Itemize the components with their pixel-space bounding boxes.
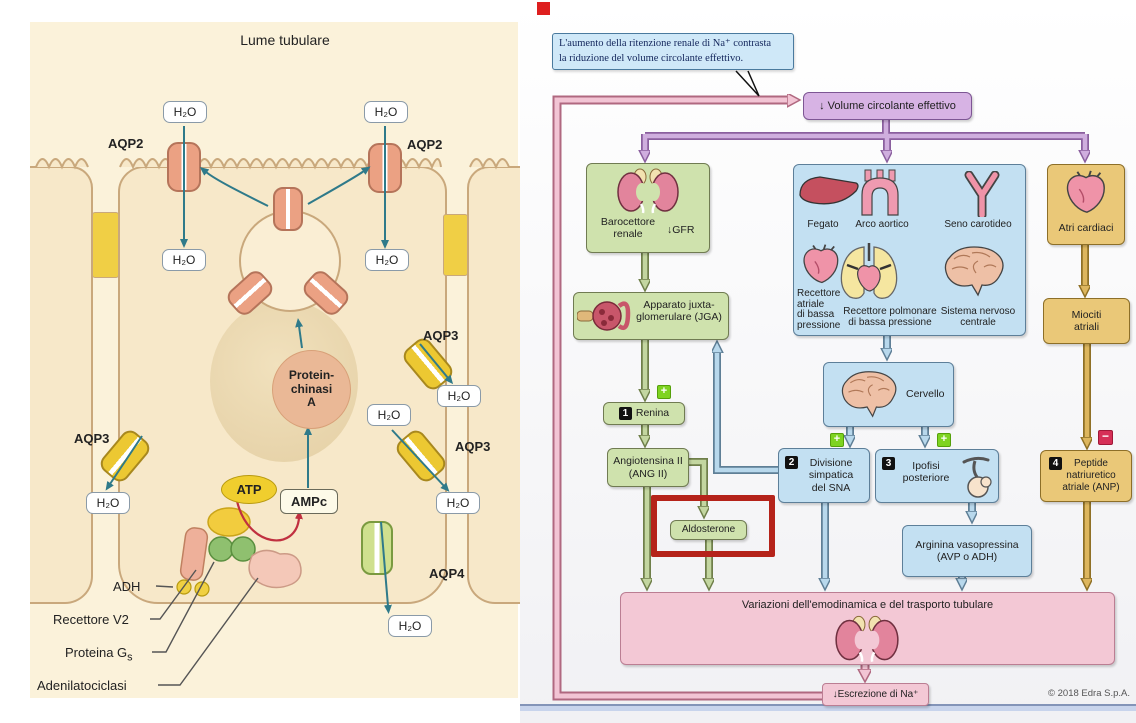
aqp2-right-label: AQP2 (407, 137, 443, 152)
atp-oval: ATP (221, 475, 277, 504)
slide-bottom-rule (520, 704, 1136, 711)
barocettore-label: Barocettore renale (600, 216, 656, 241)
brain-icon (944, 246, 1004, 297)
escrezione-box: ↓Escrezione di Na⁺ (822, 683, 929, 706)
step-3-badge: 3 (882, 457, 895, 470)
lumen-title: Lume tubulare (240, 32, 330, 48)
gfr-label: ↓GFR (667, 224, 695, 236)
variazioni-label: Variazioni dell'emodinamica e del traspo… (741, 599, 994, 611)
atri-cardiaci-box: Atri cardiaci (1047, 164, 1125, 245)
pituitary-icon (962, 456, 992, 498)
ipofisi-box: 3 Ipofisi posteriore (875, 449, 999, 503)
aqp2-left-label: AQP2 (108, 136, 144, 151)
kidneys-icon (617, 168, 679, 214)
proteina-g-sub: s (127, 651, 133, 664)
recettore-polmonare-label: Recettore polmonare di bassa pressione (843, 306, 937, 329)
step-2-badge: 2 (785, 456, 798, 469)
liver-icon (799, 176, 859, 205)
h2o-box: H₂O (86, 492, 130, 514)
aqp4-label: AQP4 (429, 566, 465, 581)
ipofisi-label: Ipofisi posteriore (902, 460, 950, 485)
tight-junction-left (92, 212, 119, 278)
cell-left-partial (30, 166, 93, 604)
kidneys-icon (835, 615, 899, 662)
renina-box: 1 Renina (603, 402, 685, 425)
h2o-box: H₂O (163, 101, 207, 123)
variazioni-box: Variazioni dell'emodinamica e del traspo… (620, 592, 1115, 665)
jga-label: Apparato juxta- glomerulare (JGA) (636, 299, 722, 324)
ampc-box: AMPc (280, 489, 338, 514)
anp-label: Peptide natriuretico atriale (ANP) (1062, 458, 1120, 493)
adenilatociclasi-label: Adenilatociclasi (37, 678, 127, 693)
proteina-gs-label: Proteina Gs (65, 645, 133, 664)
aqp3-left-label: AQP3 (74, 431, 110, 446)
recettore-v2-label: Recettore V2 (53, 612, 129, 627)
h2o-box: H₂O (364, 101, 408, 123)
h2o-box: H₂O (367, 404, 411, 426)
minus-badge-anp: − (1098, 430, 1113, 445)
adh-label: ADH (113, 579, 141, 594)
tight-junction-right (443, 214, 468, 276)
plus-badge-simpatica: + (830, 433, 844, 447)
h2o-box: H₂O (388, 615, 432, 637)
anp-box: 4 Peptide natriuretico atriale (ANP) (1040, 450, 1132, 502)
sistema-nervoso-label: Sistema nervoso centrale (940, 306, 1016, 329)
aqp3-right-upper-label: AQP3 (423, 328, 459, 343)
angiotensina-box: Angiotensina II (ANG II) (607, 448, 689, 487)
carotid-sinus-icon (964, 171, 1000, 217)
divisione-simpatica-label: Divisione simpatica del SNA (808, 456, 854, 494)
plus-badge-renina: + (657, 385, 671, 399)
aldosterone-highlight-rect (651, 495, 775, 557)
lungs-icon (840, 243, 898, 299)
h2o-box: H₂O (365, 249, 409, 271)
proteina-g-text: Proteina G (65, 645, 128, 660)
fegato-label: Fegato (807, 219, 839, 230)
red-marker-square (537, 2, 550, 15)
brain-icon (841, 371, 897, 418)
copyright: © 2018 Edra S.p.A. (1048, 688, 1130, 699)
barocettore-renale-box: Barocettore renale ↓GFR (586, 163, 710, 253)
plus-badge-ipofisi: + (937, 433, 951, 447)
volume-circolante-box: ↓ Volume circolante effettivo (803, 92, 972, 120)
organ-sensors-box: Fegato Arco aortico Seno carotideo Recet… (793, 164, 1026, 336)
protein-kinase-a-circle: Protein- chinasi A (272, 350, 351, 429)
renina-label: Renina (635, 407, 670, 420)
avp-box: Arginina vasopressina (AVP o ADH) (902, 525, 1032, 577)
seno-carotideo-label: Seno carotideo (944, 219, 1012, 230)
arco-aortico-label: Arco aortico (855, 219, 909, 230)
cervello-label: Cervello (906, 388, 945, 400)
atri-cardiaci-label: Atri cardiaci (1058, 222, 1114, 234)
vesicle (239, 210, 341, 312)
divisione-simpatica-box: 2 Divisione simpatica del SNA (778, 448, 870, 503)
h2o-box: H₂O (437, 385, 481, 407)
jga-box: Apparato juxta- glomerulare (JGA) (573, 292, 729, 340)
heart-icon (1066, 170, 1105, 213)
glomerulus-icon (577, 301, 631, 331)
miociti-box: Miociti atriali (1043, 298, 1130, 344)
aqp3-right-lower-label: AQP3 (455, 439, 491, 454)
step-1-badge: 1 (618, 407, 632, 420)
cervello-box: Cervello (823, 362, 954, 427)
h2o-box: H₂O (436, 492, 480, 514)
h2o-box: H₂O (162, 249, 206, 271)
step-4-badge: 4 (1049, 457, 1062, 470)
aortic-arch-icon (861, 169, 899, 216)
note-callout: L'aumento della ritenzione renale di Na⁺… (552, 33, 794, 71)
